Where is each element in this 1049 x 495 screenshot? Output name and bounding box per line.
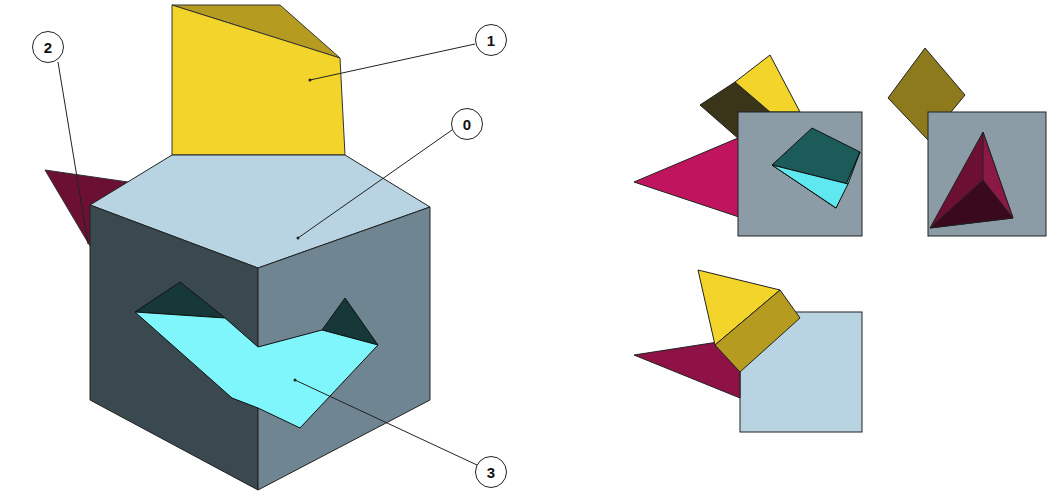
callout-circle: 2 xyxy=(32,31,64,63)
callout-number: 3 xyxy=(487,465,495,480)
callout-number: 2 xyxy=(44,40,52,55)
callout-number: 1 xyxy=(487,33,495,48)
callout-circle: 0 xyxy=(451,108,483,140)
callout-circle: 1 xyxy=(475,24,507,56)
callout-number: 0 xyxy=(463,117,471,132)
callout-circle: 3 xyxy=(475,456,507,488)
